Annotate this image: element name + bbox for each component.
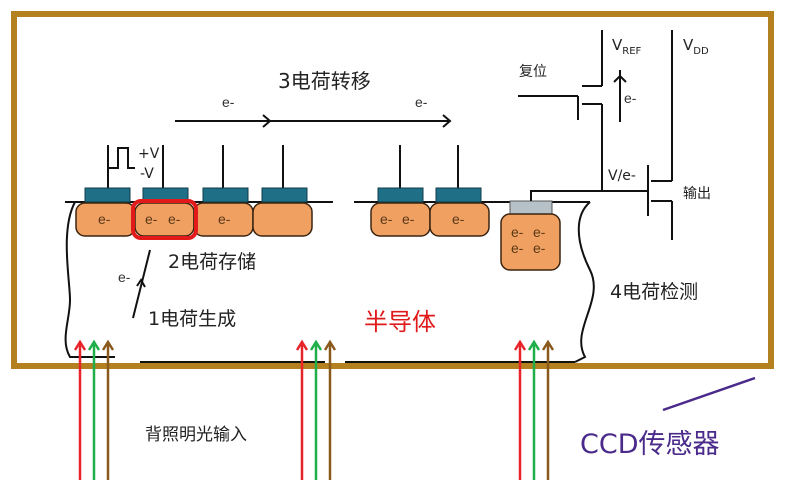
electron: e- [533,224,546,240]
transfer-electron-label: e- [222,94,235,110]
step-storage-label: 2电荷存储 [168,251,256,273]
sense-well [500,213,561,271]
ccd-title: CCD传感器 [580,429,720,460]
clock-waveform [107,145,164,188]
arrowhead-icon [262,114,272,128]
output-label: 输出 [683,186,711,202]
generation-path [132,249,151,319]
electron: e- [168,211,181,227]
gate-wires [222,145,459,188]
clock-low-label: -V [140,166,154,182]
arrowhead-icon [323,339,337,351]
well-4 [252,202,313,237]
arrowhead-icon [442,114,452,128]
arrowhead-icon [309,339,323,351]
sensor-frame [11,11,774,369]
readout-circuit [518,30,673,240]
semiconductor-label: 半导体 [364,308,436,336]
well-6 [429,202,490,237]
electron: e- [533,240,546,256]
electron: e- [511,224,524,240]
electron: e- [145,211,158,227]
electron: e- [452,211,465,227]
title-leader-line [662,376,756,412]
arrowhead-icon [136,278,146,288]
vdd-label: VDD [683,36,709,57]
gate-5 [377,187,424,203]
electron: e- [380,211,393,227]
clock-high-label: +V [138,146,160,162]
arrowhead-icon [87,339,101,351]
gate-3 [202,187,249,203]
arrowhead-icon [295,339,309,351]
reset-electron-label: e- [624,90,637,106]
gate-1 [84,187,131,203]
storage-highlight [131,199,198,240]
step-generation-label: 1电荷生成 [148,308,236,330]
arrowhead-icon [73,339,87,351]
step-transfer-label: 3电荷转移 [278,69,371,93]
potential-wells-left [75,199,313,240]
well-2 [134,202,195,237]
sense-gate [509,200,553,215]
node-voltage-label: V/e- [608,168,636,184]
arrowhead-icon [527,339,541,351]
potential-wells-right [370,202,490,237]
step-detection-label: 4电荷检测 [610,281,698,303]
transfer-electron-label: e- [415,94,428,110]
gate-4 [261,187,308,203]
electron: e- [218,211,231,227]
generation-electron-label: e- [118,269,131,285]
light-input-label: 背照明光输入 [145,425,247,445]
gate-6 [435,187,482,203]
arrowhead-icon [101,339,115,351]
light-input-arrows [73,339,555,480]
electron: e- [98,211,111,227]
reset-label: 复位 [519,63,547,80]
arrowhead-icon [541,339,555,351]
vref-label: VREF [612,36,642,57]
arrowhead-icon [513,339,527,351]
electron: e- [511,240,524,256]
gate-electrodes [84,187,482,203]
electron: e- [402,211,415,227]
